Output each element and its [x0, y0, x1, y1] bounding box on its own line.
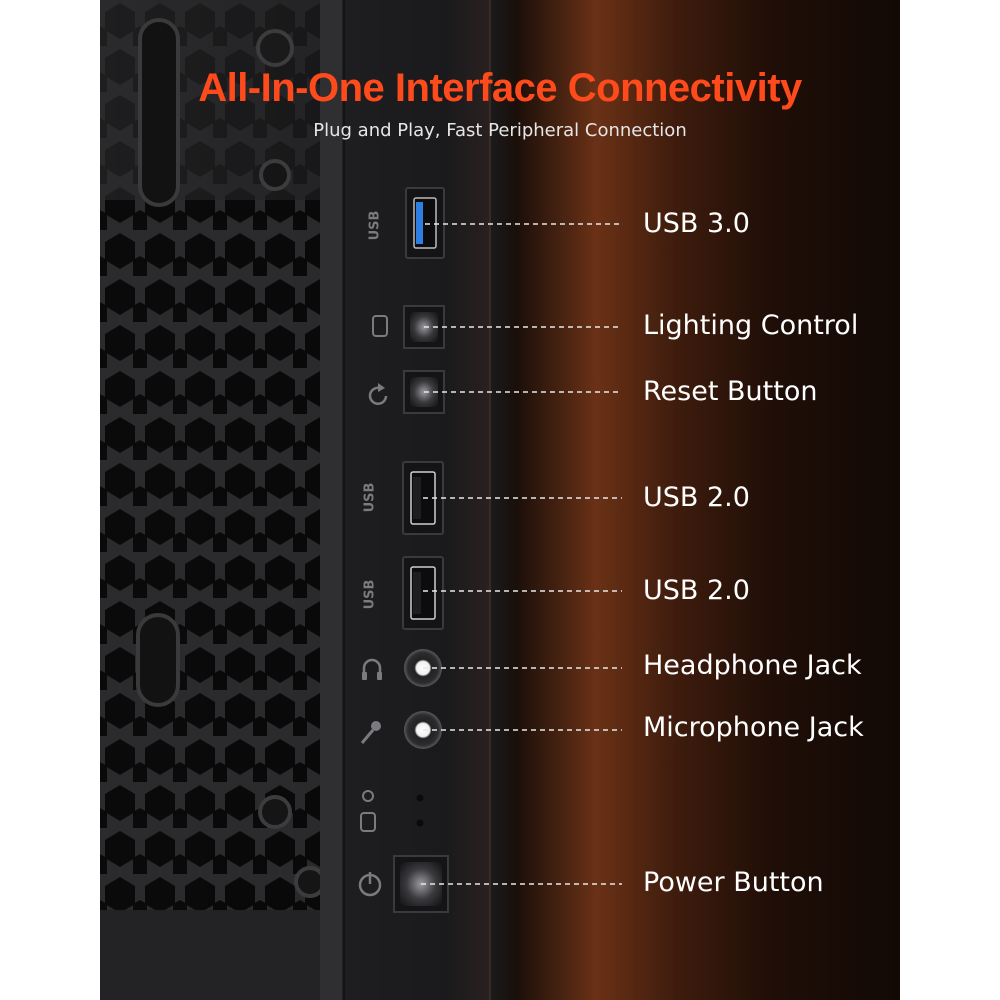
- usb-panel-text: USB: [362, 579, 378, 610]
- callout-headphone-jack: Headphone Jack: [643, 650, 862, 681]
- usb-panel-text: USB: [362, 482, 378, 513]
- callout-usb-3: USB 3.0: [643, 208, 750, 239]
- callout-power-button: Power Button: [643, 867, 824, 898]
- page-title: All-In-One Interface Connectivity: [198, 66, 802, 110]
- page-subtitle: Plug and Play, Fast Peripheral Connectio…: [313, 120, 687, 141]
- callout-reset-button: Reset Button: [643, 376, 818, 407]
- product-photo: [100, 0, 900, 1000]
- pc-case-illustration: [100, 0, 622, 1000]
- callout-usb-2-lower: USB 2.0: [643, 575, 750, 606]
- callout-microphone-jack: Microphone Jack: [643, 712, 864, 743]
- usb-panel-text: USB: [367, 210, 383, 241]
- callout-usb-2-upper: USB 2.0: [643, 482, 750, 513]
- callout-lighting-control: Lighting Control: [643, 310, 859, 341]
- callout-leader-lines: [421, 223, 622, 885]
